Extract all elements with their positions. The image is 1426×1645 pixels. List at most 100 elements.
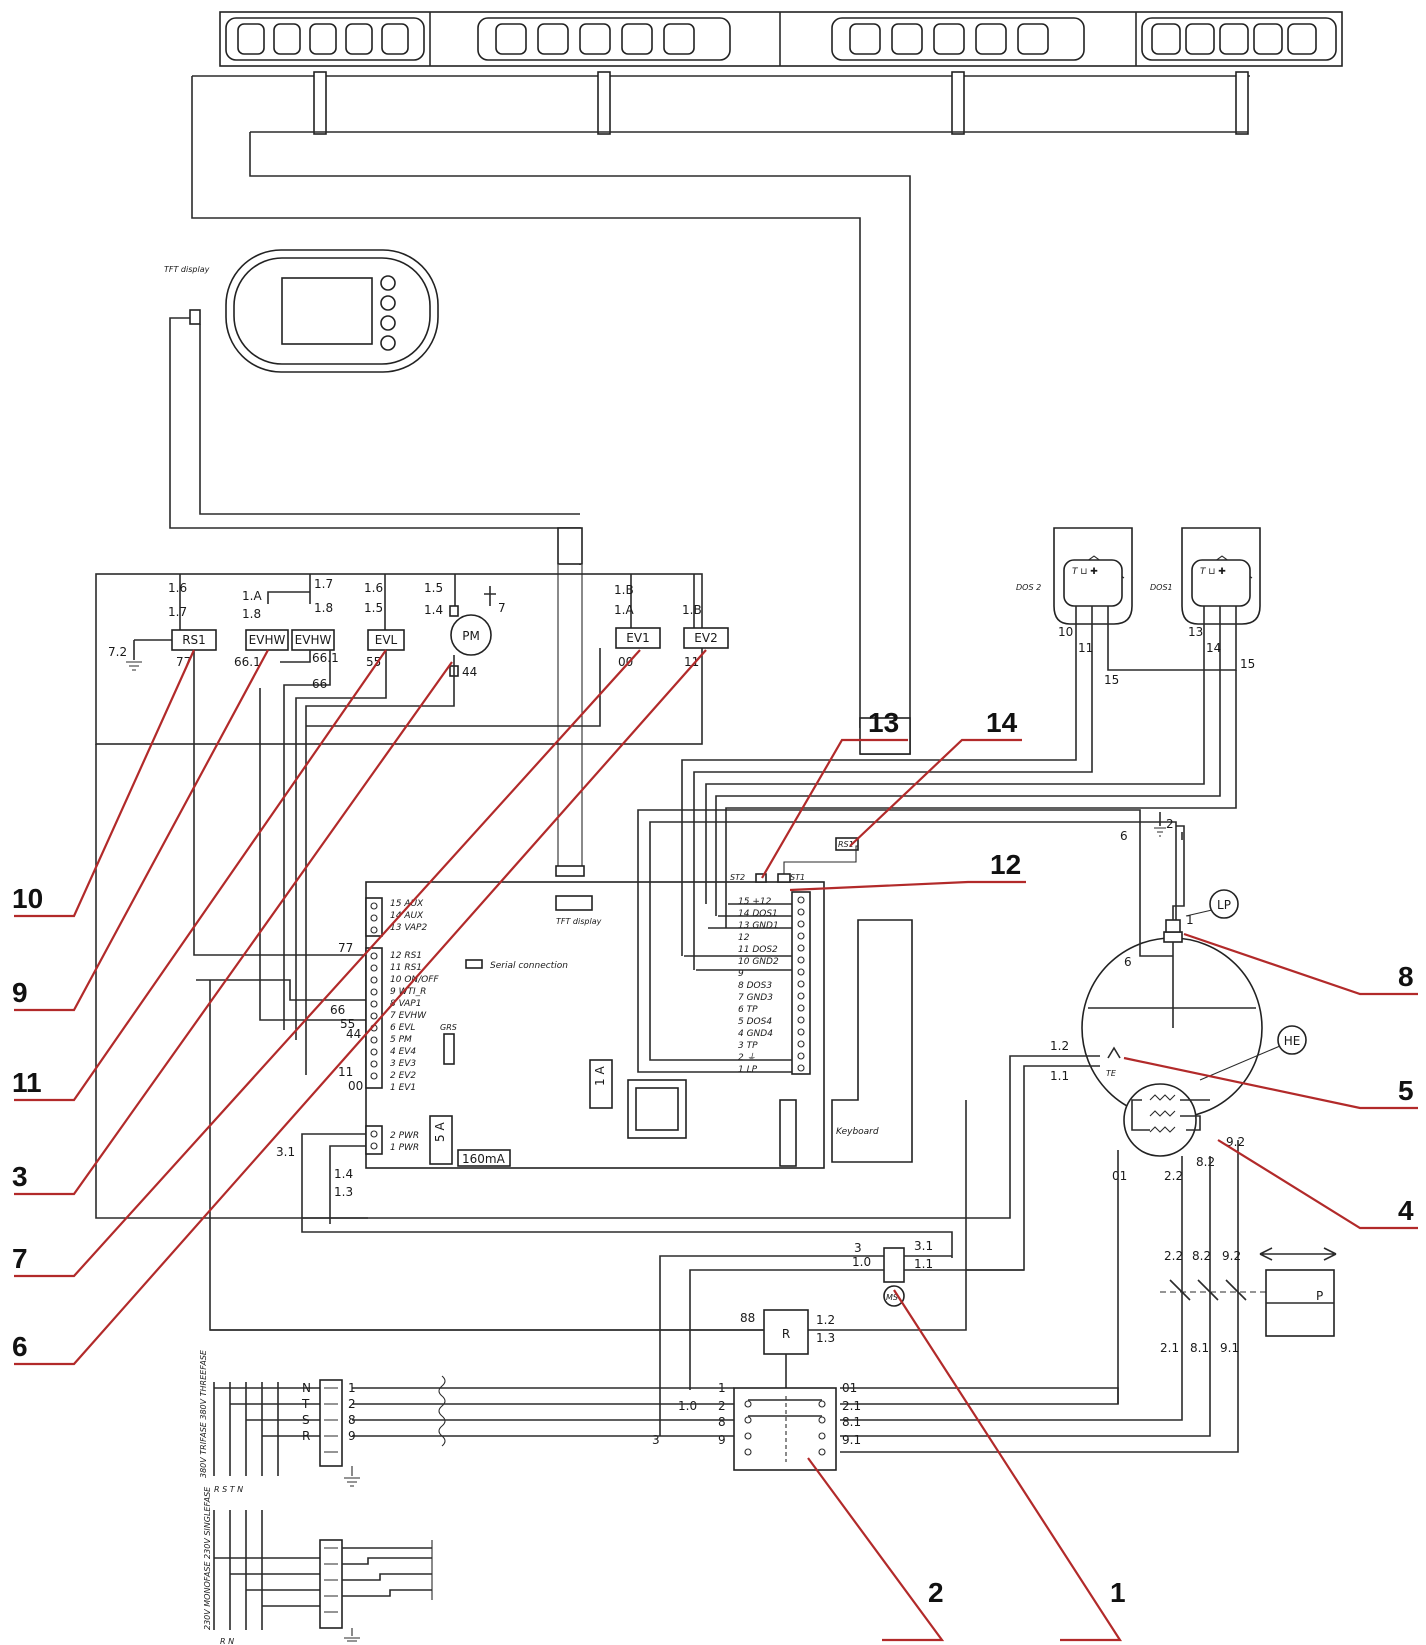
terminal-block-230v: 230V MONOFASE 230V SINGLEFASE R N [203,1486,433,1645]
svg-text:11: 11 [684,655,699,669]
board-wire-labels: 77 66 55 44 11 00 3.1 1.4 1.3 [276,941,363,1199]
boiler: 6 2 1 6 LP HE TE 1.2 1.1 8.2 2.2 01 9.2 [302,812,1307,1271]
tft-button-up[interactable] [380,275,396,291]
he-sensor [1277,1025,1307,1055]
svg-text:P: P [1316,1289,1323,1303]
keypad-bar [219,11,1343,67]
svg-text:66: 66 [312,677,327,691]
callout-9: 9 [12,977,28,1008]
board-right-connector [791,891,811,1075]
key-button[interactable] [237,23,265,55]
svg-text:1.2: 1.2 [1050,1039,1069,1053]
svg-text:2 ⏚: 2 ⏚ [738,1052,756,1063]
level-probe-nut [1163,931,1183,943]
svg-text:3: 3 [652,1433,660,1447]
key-button[interactable] [1219,23,1249,55]
keypad-group-4 [1141,17,1337,61]
svg-text:1.8: 1.8 [242,607,261,621]
tft-screen [281,277,373,345]
svg-text:RS1: RS1 [182,633,206,647]
svg-text:1 PWR: 1 PWR [390,1143,419,1153]
key-button[interactable] [495,23,527,55]
svg-text:9.2: 9.2 [1222,1249,1241,1263]
svg-text:1.7: 1.7 [168,605,187,619]
svg-text:T ⊔ ✚: T ⊔ ✚ [1200,567,1226,577]
key-button[interactable] [1151,23,1181,55]
svg-text:11 RS1: 11 RS1 [390,963,422,973]
keypad-group-3 [831,17,1085,61]
thermal-fuse [1107,1046,1121,1059]
key-button[interactable] [1287,23,1317,55]
keypad-group-1 [225,17,425,61]
grs-connector [443,1033,455,1065]
ev2-component [683,627,729,649]
key-button[interactable] [1017,23,1049,55]
heating-element [1123,1083,1197,1157]
callout-8: 8 [1398,961,1414,992]
svg-text:15: 15 [1240,657,1255,671]
key-button[interactable] [579,23,611,55]
key-button[interactable] [663,23,695,55]
tft-button[interactable] [380,295,396,311]
svg-text:7: 7 [498,601,506,615]
key-button[interactable] [273,23,301,55]
tft-socket [555,895,593,911]
svg-text:9 WTI_R: 9 WTI_R [390,987,426,997]
svg-text:7.2: 7.2 [108,645,127,659]
svg-text:1.7: 1.7 [314,577,333,591]
svg-text:00: 00 [348,1079,363,1093]
svg-text:9: 9 [718,1433,726,1447]
keypad-flat-cable [191,71,1250,755]
svg-text:1.0: 1.0 [678,1399,697,1413]
key-button[interactable] [537,23,569,55]
svg-text:9.1: 9.1 [842,1433,861,1447]
svg-text:66.1: 66.1 [312,651,339,665]
key-button[interactable] [933,23,965,55]
svg-text:5 A: 5 A [433,1122,447,1142]
key-button[interactable] [621,23,653,55]
svg-text:1.A: 1.A [614,603,634,617]
key-button[interactable] [975,23,1007,55]
control-board: 15 AUX 14 AUX 13 VAP2 12 RS1 11 RS1 10 O… [365,837,859,1169]
svg-text:380V TRIFASE 380V THREEFASE: 380V TRIFASE 380V THREEFASE [199,1349,208,1478]
svg-text:1.1: 1.1 [914,1257,933,1271]
key-button[interactable] [1185,23,1215,55]
tft-button[interactable] [380,315,396,331]
svg-text:2: 2 [1166,817,1174,831]
svg-text:T ⊔ ✚: T ⊔ ✚ [1072,567,1098,577]
svg-text:3: 3 [854,1241,862,1255]
svg-text:2 EV2: 2 EV2 [390,1071,416,1081]
svg-text:HE: HE [1284,1034,1301,1048]
key-button[interactable] [309,23,337,55]
st2-socket [755,873,767,883]
rs1-sensor [835,837,859,851]
callout-14: 14 [986,707,1018,738]
keyboard-socket [779,1099,797,1167]
svg-text:5 PM: 5 PM [390,1035,412,1045]
key-button[interactable] [345,23,373,55]
svg-text:2.2: 2.2 [1164,1169,1183,1183]
svg-text:S: S [302,1413,310,1427]
key-button[interactable] [849,23,881,55]
svg-text:55: 55 [340,1017,355,1031]
key-button[interactable] [1253,23,1283,55]
svg-text:3 TP: 3 TP [738,1041,758,1051]
lp-sensor [1209,889,1239,919]
svg-text:3 EV3: 3 EV3 [390,1059,416,1069]
svg-text:1.3: 1.3 [816,1331,835,1345]
svg-text:EVL: EVL [375,633,398,647]
svg-text:1.4: 1.4 [424,603,443,617]
dose-meter-1: T ⊔ ✚ DOS1 [1150,527,1261,625]
svg-text:EV1: EV1 [626,631,649,645]
svg-text:11 DOS2: 11 DOS2 [738,945,778,955]
key-button[interactable] [381,23,409,55]
svg-text:230V MONOFASE 230V SINGLEFASE: 230V MONOFASE 230V SINGLEFASE [203,1486,212,1630]
key-button[interactable] [891,23,923,55]
svg-text:1.3: 1.3 [334,1185,353,1199]
ev1-component [615,627,661,649]
svg-text:1.8: 1.8 [314,601,333,615]
svg-text:EVHW: EVHW [249,633,286,647]
tft-button-down[interactable] [380,335,396,351]
svg-text:1.6: 1.6 [364,581,383,595]
svg-text:R S T N: R S T N [214,1485,243,1494]
